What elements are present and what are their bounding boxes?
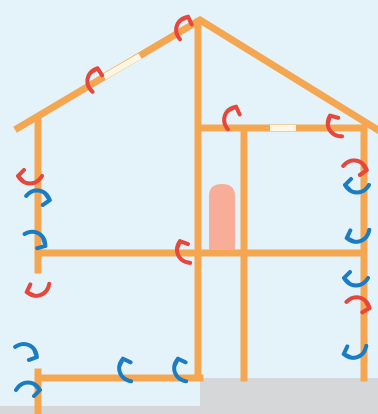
- cold-air-leaks: [10, 177, 374, 398]
- roof-vent-gap: [102, 53, 142, 80]
- red-arrow-icon: [22, 276, 54, 302]
- red-arrow-icon: [342, 292, 374, 316]
- blue-arrow-icon: [342, 222, 374, 248]
- house-frame: [13, 15, 378, 414]
- chimney: [209, 184, 235, 250]
- ground-left: [0, 406, 200, 414]
- ground-base: [200, 378, 378, 414]
- blue-arrow-icon: [10, 338, 43, 365]
